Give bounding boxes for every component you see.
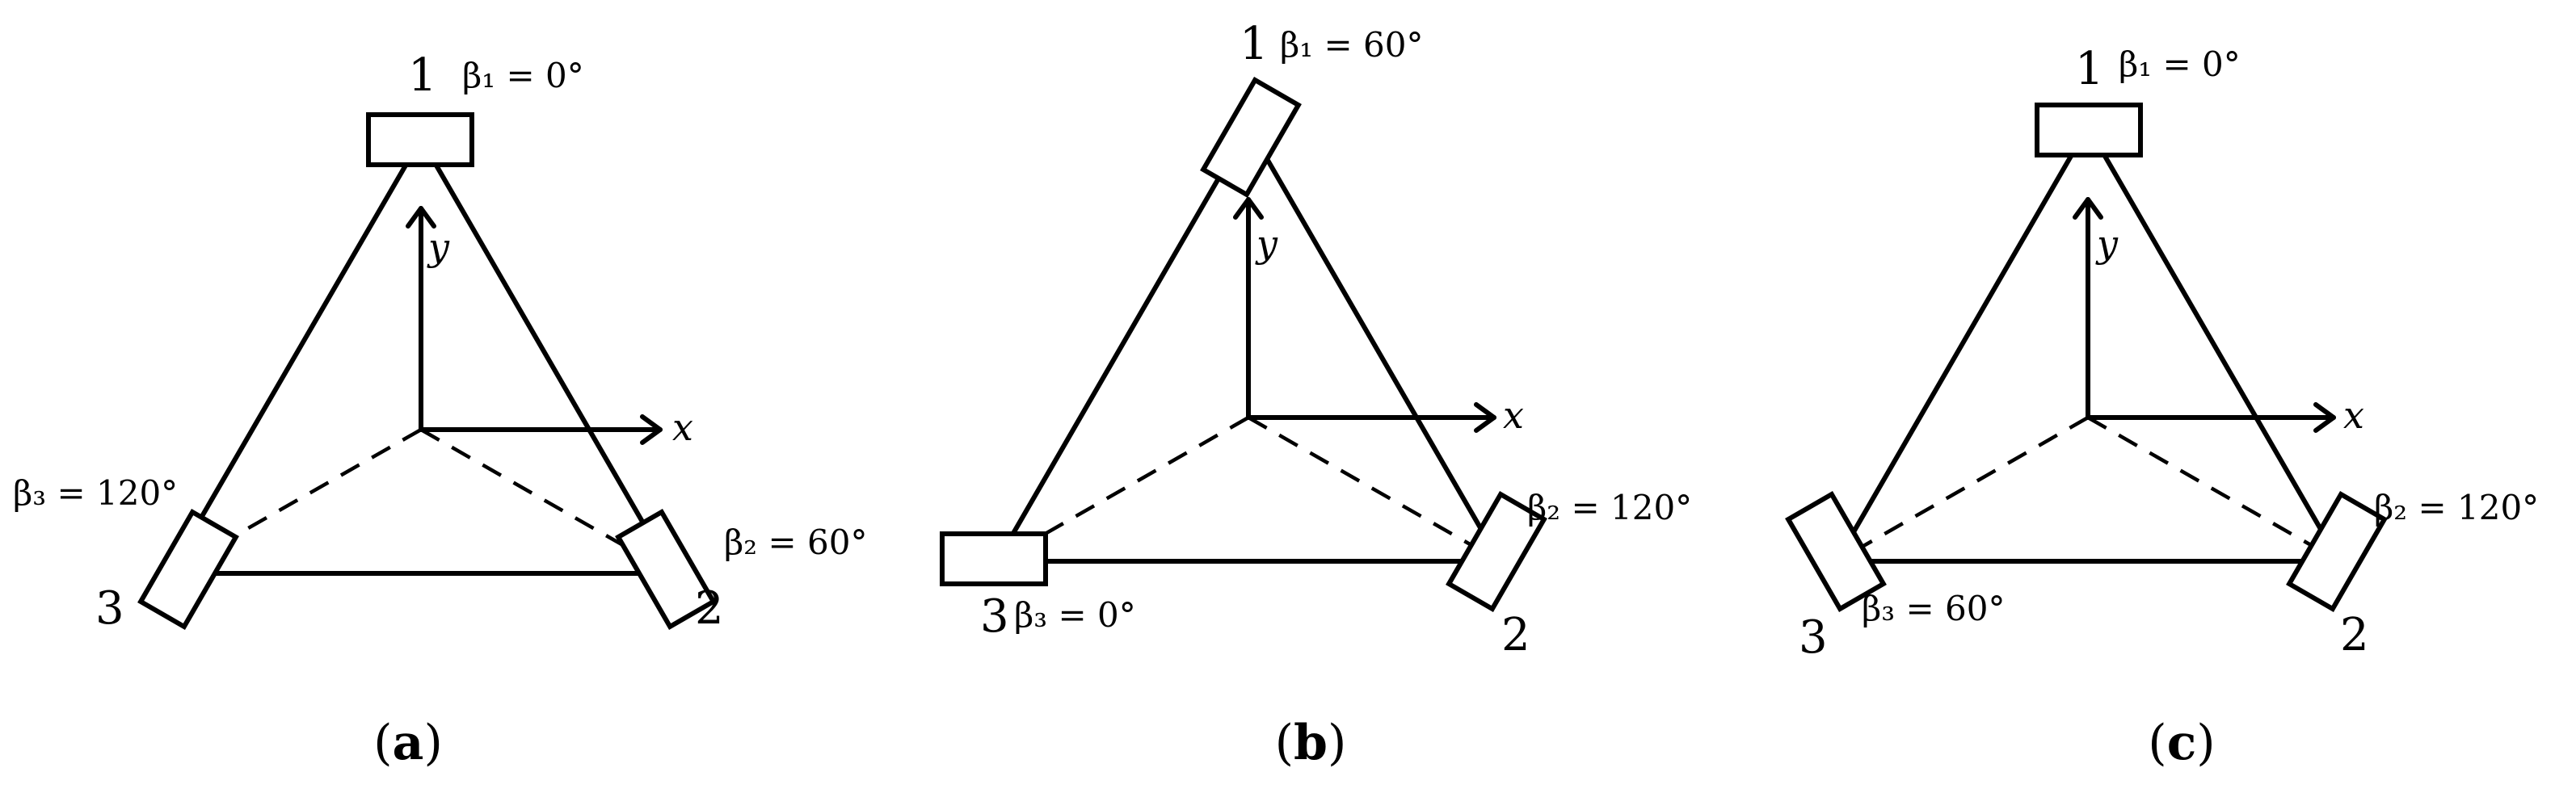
vertex-2-angle: β₂ = 60° [724,523,867,562]
dashed-line-to-2 [1247,416,1501,563]
vertex-3-angle: β₃ = 0° [1014,595,1136,635]
y-axis-arrowhead [406,206,436,229]
vertex-2-angle: β₂ = 120° [2374,488,2539,527]
vertex-3-number: 3 [980,590,1009,643]
vertex-3-angle: β₃ = 120° [13,473,178,513]
y-axis-arrowhead [1233,197,1264,220]
x-axis-arrowhead [640,414,663,445]
vertex-3-number: 3 [95,582,124,635]
vertex-2-number: 2 [695,582,724,635]
y-axis-label: y [427,225,450,269]
sensor-3 [137,508,239,631]
triangle [995,124,1502,564]
y-axis-label: y [2095,222,2119,266]
sensor-2 [615,508,717,631]
panel-c: y x 1 β₁ = 0° 2 β₂ = 120° 3 β₃ = 60° (c) [1785,43,2539,771]
x-axis-arrowhead [1474,402,1496,433]
sensor-1 [2035,103,2143,157]
sensor-2 [1446,490,1547,613]
caption-a: (a) [373,715,443,771]
sensor-1 [1200,76,1302,199]
dashed-line-to-3 [1835,416,2090,563]
vertex-1-angle: β₁ = 0° [462,56,584,95]
vertex-3-number: 3 [1799,611,1828,664]
panel-a: y x 1 β₁ = 0° 2 β₂ = 60° 3 β₃ = 120° (a) [13,49,867,771]
dashed-line-to-2 [2086,416,2341,563]
caption-letter: a [393,715,424,771]
sensor-2 [2286,490,2388,613]
vertex-1-number: 1 [408,49,437,102]
caption-letter: c [2167,715,2197,771]
x-axis-arrowhead [2313,402,2336,433]
caption-c: (c) [2148,715,2215,771]
x-axis-label: x [1503,393,1524,437]
vertex-2-angle: β₂ = 120° [1527,488,1692,527]
vertex-2-number: 2 [1501,609,1530,661]
dashed-line-to-3 [995,416,1250,563]
caption-b: (b) [1275,715,1347,771]
vertex-1-number: 1 [1240,18,1269,70]
x-axis-label: x [2343,393,2364,437]
vertex-1-angle: β₁ = 60° [1280,25,1423,65]
dashed-line-to-2 [419,428,674,575]
vertex-1-angle: β₁ = 0° [2119,44,2241,84]
dashed-line-to-3 [167,428,423,575]
triangle [1834,124,2342,564]
vertex-2-number: 2 [2340,609,2369,661]
x-axis-label: x [672,405,693,449]
triangle [166,136,675,576]
y-axis-label: y [1255,222,1278,266]
vertex-1-number: 1 [2075,43,2104,95]
caption-letter: b [1294,715,1328,771]
y-axis-arrowhead [2073,197,2103,220]
vertex-3-angle: β₃ = 60° [1862,589,2005,628]
panel-b: y x 1 β₁ = 60° 2 β₂ = 120° 3 β₃ = 0° (b) [940,18,1692,771]
sensor-3 [940,531,1048,586]
sensor-1 [366,112,474,167]
sensor-3 [1785,490,1887,613]
